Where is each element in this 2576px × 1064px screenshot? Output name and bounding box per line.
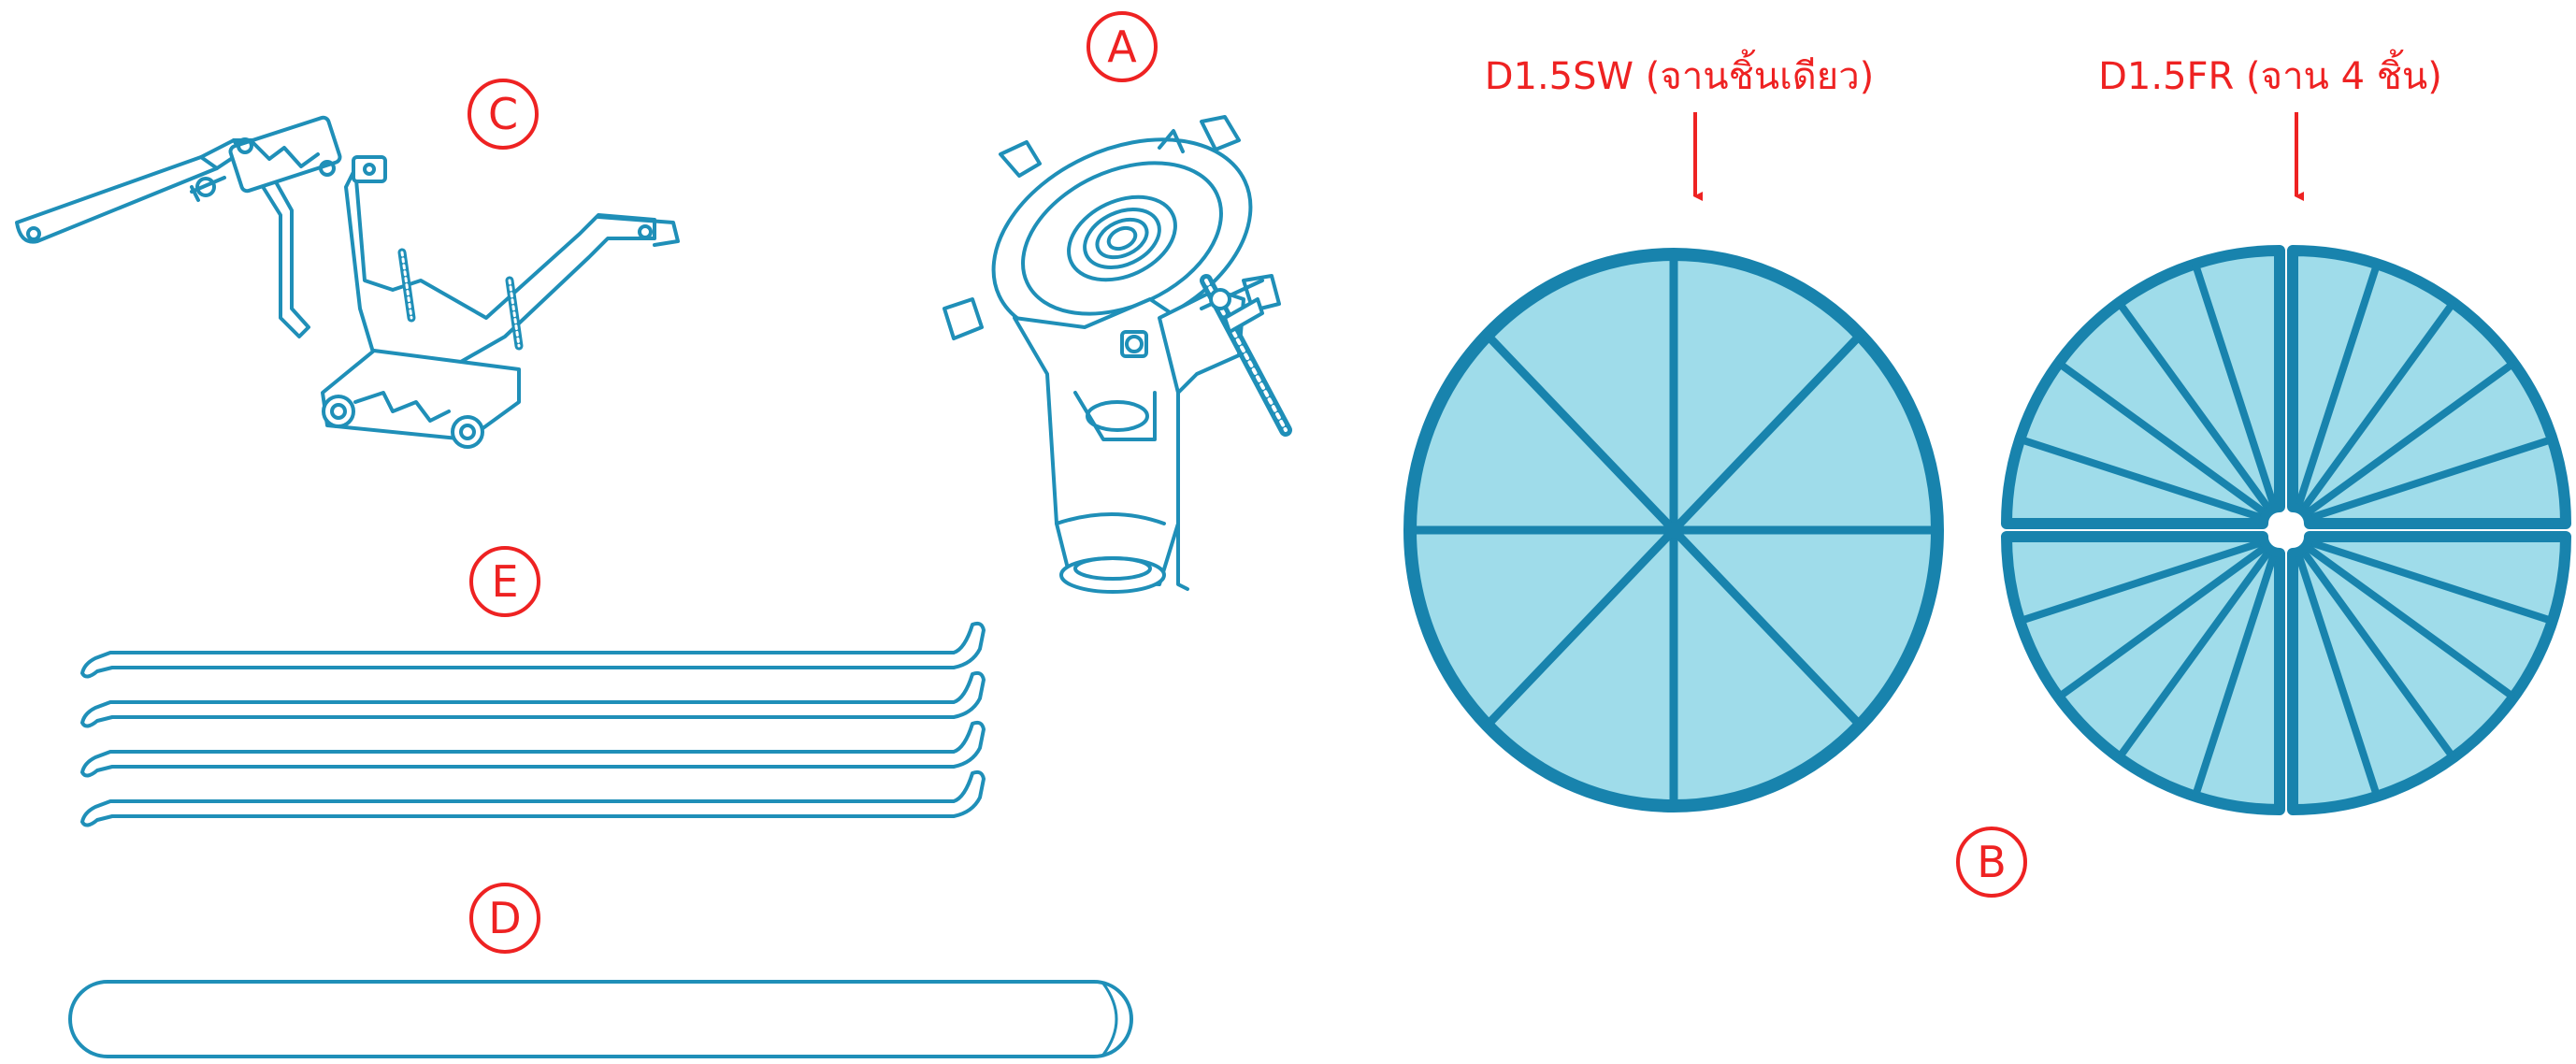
dish-rib <box>2310 539 2554 625</box>
dish-single-caption: D1.5SW (จานชิ้นเดียว) <box>1485 49 1875 98</box>
dish-rib <box>2295 263 2382 506</box>
dish-rib <box>2056 360 2266 515</box>
label-b: B <box>1956 827 2027 898</box>
dish-rib <box>2301 551 2456 760</box>
dish-rib <box>2295 554 2382 798</box>
dish-rib <box>2307 545 2516 700</box>
lnb-feed-holder-bracket-icon <box>943 115 1292 594</box>
dish-rib <box>2116 300 2271 510</box>
dish-rib <box>2310 435 2554 522</box>
support-rod-icon <box>80 769 986 827</box>
mast-pipe-icon <box>68 980 1133 1058</box>
support-rod-icon <box>80 720 986 778</box>
dish-rib <box>1670 526 1864 728</box>
label-c: C <box>468 79 539 150</box>
dish-four-piece-caption: D1.5FR (จาน 4 ชิ้น) <box>2098 49 2442 98</box>
dish-rib <box>2019 539 2262 625</box>
dish-rib <box>1484 526 1677 728</box>
label-e: E <box>469 546 540 617</box>
dish-four-piece-icon <box>2001 245 2571 815</box>
dish-rib <box>2116 551 2271 760</box>
label-e-text: E <box>491 556 518 607</box>
label-d-text: D <box>488 893 521 943</box>
support-rod-icon <box>80 670 986 728</box>
dish-rib <box>2191 554 2278 798</box>
dish-hub <box>1665 522 1682 539</box>
support-rod-icon <box>80 621 986 679</box>
mount-clamp-bracket-icon <box>15 115 680 449</box>
label-a-text: A <box>1107 22 1137 72</box>
dish-single-piece-icon <box>1403 248 1944 812</box>
dish-rib <box>1670 332 1864 534</box>
dish-rib <box>1484 332 1677 534</box>
label-c-text: C <box>488 89 518 139</box>
label-d: D <box>469 883 540 954</box>
dish-rib <box>2191 263 2278 506</box>
dish-rib <box>2301 300 2456 510</box>
label-a: A <box>1087 11 1158 82</box>
dish-rib <box>2019 435 2262 522</box>
dish-rib <box>2056 545 2266 700</box>
label-b-text: B <box>1977 837 2007 887</box>
dish-rib <box>2307 360 2516 515</box>
support-rods-group <box>80 621 986 827</box>
